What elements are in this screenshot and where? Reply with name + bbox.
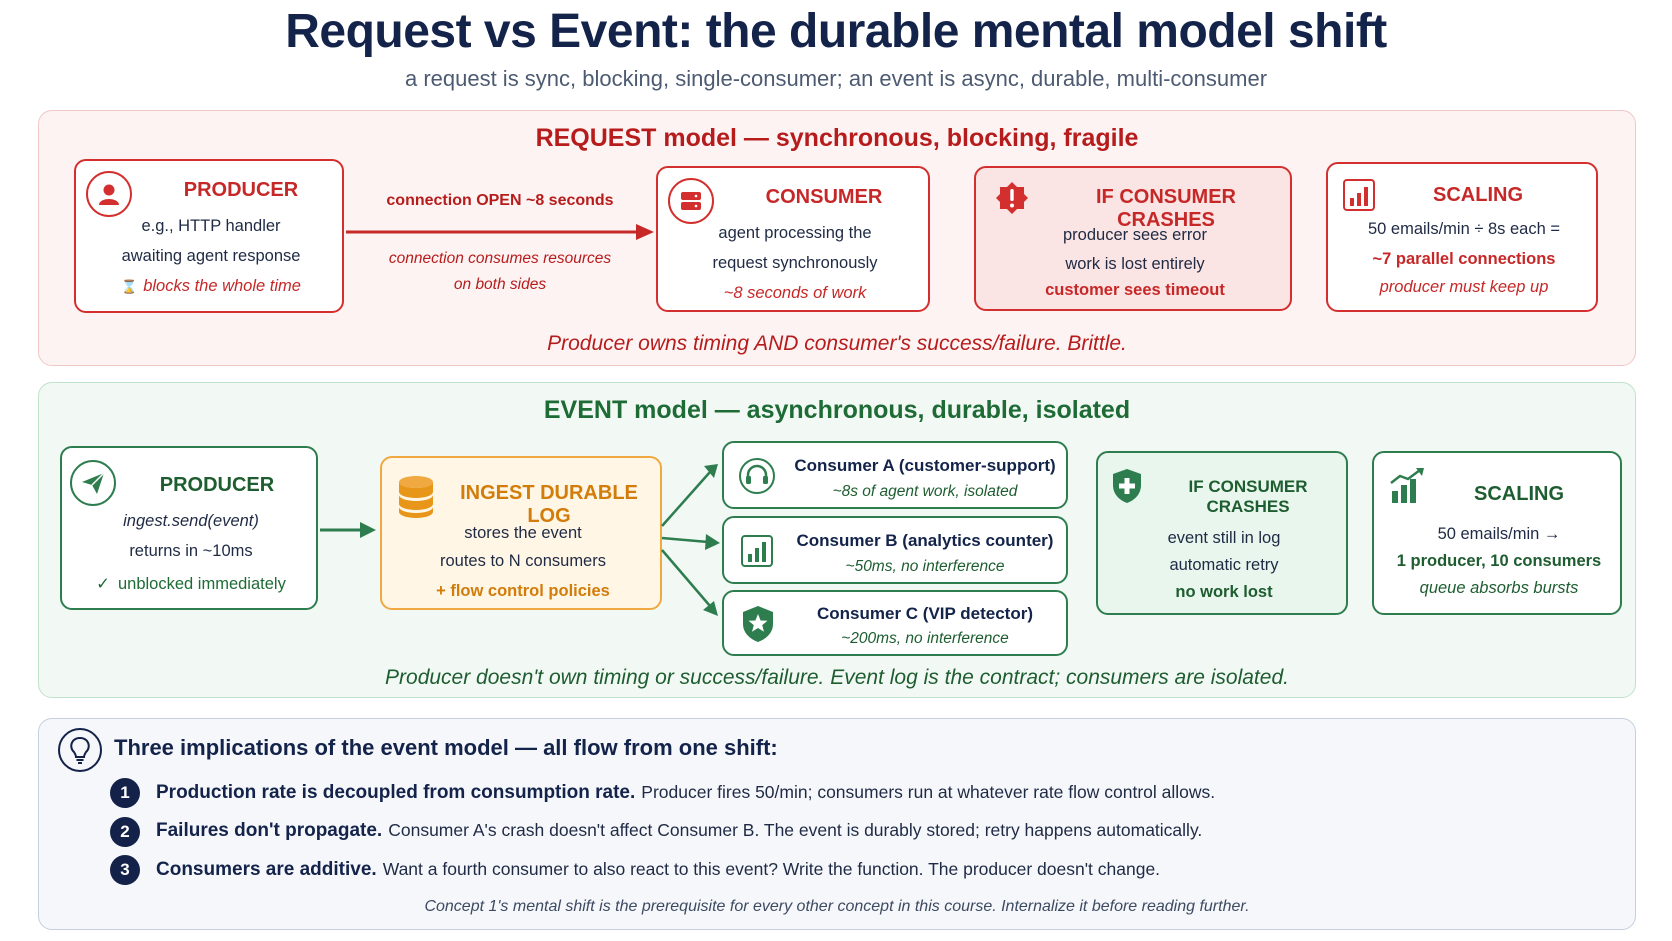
page-subtitle: a request is sync, blocking, single-cons… xyxy=(404,66,1268,91)
consumer-a-title: Consumer A (customer-support) xyxy=(794,456,1056,475)
implication-2-lead: Failures don't propagate. xyxy=(156,820,383,841)
ingest-log-title: INGEST DURABLE LOG xyxy=(460,482,638,527)
consumer-b-detail: ~50ms, no interference xyxy=(845,558,1005,575)
implication-2: Failures don't propagate.Consumer A's cr… xyxy=(156,820,1202,842)
send-icon xyxy=(70,460,116,506)
implications-heading: Three implications of the event model — … xyxy=(114,735,778,760)
fanout-arrows xyxy=(661,464,720,616)
request-consumer-title: CONSUMER xyxy=(765,186,883,208)
request-crash-title: IF CONSUMER CRASHES xyxy=(1096,186,1236,231)
lightbulb-icon xyxy=(58,728,102,772)
request-producer-line1: e.g., HTTP handler xyxy=(141,217,281,235)
event-producer-line1: ingest.send(event) xyxy=(123,512,259,530)
ingest-log-line3: + flow control policies xyxy=(436,582,610,600)
request-model-heading: REQUEST model — synchronous, blocking, f… xyxy=(535,124,1139,152)
event-scaling-line1: 50 emails/min → xyxy=(1437,525,1561,543)
headset-icon xyxy=(738,457,776,495)
database-icon xyxy=(396,474,436,518)
implication-number-2: 2 xyxy=(110,817,140,847)
request-scaling-title: SCALING xyxy=(1433,184,1523,206)
request-crash-line3: customer sees timeout xyxy=(1045,281,1225,299)
event-crash-box: IF CONSUMER CRASHES event still in log a… xyxy=(1096,451,1348,615)
request-scaling-box: SCALING 50 emails/min ÷ 8s each = ~7 par… xyxy=(1326,162,1598,312)
ingest-log-line1: stores the event xyxy=(464,524,582,542)
event-producer-title: PRODUCER xyxy=(159,474,275,496)
hourglass-icon: ⌛ xyxy=(121,279,138,294)
event-model-heading: EVENT model — asynchronous, durable, iso… xyxy=(543,396,1131,424)
request-arrow-bottom-label2: on both sides xyxy=(453,276,547,293)
request-consumer-box: CONSUMER agent processing the request sy… xyxy=(656,166,930,312)
event-crash-title: IF CONSUMER CRASHES xyxy=(1188,477,1308,516)
bar-chart-icon xyxy=(1342,178,1376,212)
event-producer-line3: ✓unblocked immediately xyxy=(96,575,286,593)
warning-icon xyxy=(994,180,1030,216)
request-crash-box: IF CONSUMER CRASHES producer sees error … xyxy=(974,166,1292,311)
request-arrow xyxy=(346,224,654,240)
server-icon xyxy=(668,178,714,224)
request-scaling-line2: ~7 parallel connections xyxy=(1372,250,1556,268)
ingest-log-box: INGEST DURABLE LOG stores the event rout… xyxy=(380,456,662,610)
implication-1-lead: Production rate is decoupled from consum… xyxy=(156,782,636,803)
event-scaling-box: SCALING 50 emails/min → 1 producer, 10 c… xyxy=(1372,451,1622,615)
request-scaling-line3: producer must keep up xyxy=(1379,278,1549,296)
implications-footer: Concept 1's mental shift is the prerequi… xyxy=(424,898,1250,915)
implication-number-1: 1 xyxy=(110,778,140,808)
implication-3-text: Want a fourth consumer to also react to … xyxy=(382,859,1161,879)
implication-3: Consumers are additive.Want a fourth con… xyxy=(156,859,1160,881)
page-title: Request vs Event: the durable mental mod… xyxy=(285,5,1387,58)
producer-to-log-arrow xyxy=(320,522,376,538)
check-icon: ✓ xyxy=(96,575,110,593)
shield-plus-icon xyxy=(1110,467,1144,505)
event-crash-line2: automatic retry xyxy=(1169,556,1279,574)
request-arrow-top-label: connection OPEN ~8 seconds xyxy=(386,192,614,209)
consumer-c-title: Consumer C (VIP detector) xyxy=(816,604,1033,623)
request-scaling-line1: 50 emails/min ÷ 8s each = xyxy=(1367,220,1561,238)
implication-number-3: 3 xyxy=(110,855,140,885)
event-scaling-title: SCALING xyxy=(1474,483,1564,505)
consumer-a-detail: ~8s of agent work, isolated xyxy=(832,483,1018,500)
user-icon xyxy=(86,171,132,217)
event-producer-line2: returns in ~10ms xyxy=(129,542,253,560)
implications-panel xyxy=(38,718,1636,930)
event-scaling-line3: queue absorbs bursts xyxy=(1419,579,1579,597)
event-scaling-line2: 1 producer, 10 consumers xyxy=(1396,552,1602,570)
event-model-footer: Producer doesn't own timing or success/f… xyxy=(385,666,1289,689)
analytics-icon xyxy=(740,532,774,570)
implication-3-lead: Consumers are additive. xyxy=(156,859,377,880)
consumer-c-box: Consumer C (VIP detector) ~200ms, no int… xyxy=(722,590,1068,656)
consumer-b-box: Consumer B (analytics counter) ~50ms, no… xyxy=(722,516,1068,584)
growth-chart-icon xyxy=(1388,467,1426,505)
implication-1-text: Producer fires 50/min; consumers run at … xyxy=(641,782,1216,802)
consumer-a-box: Consumer A (customer-support) ~8s of age… xyxy=(722,441,1068,509)
request-producer-line3: ⌛blocks the whole time xyxy=(121,277,301,295)
request-arrow-bottom-label1: connection consumes resources xyxy=(388,250,612,267)
request-producer-line2: awaiting agent response xyxy=(121,247,301,265)
shield-star-icon xyxy=(740,604,776,644)
consumer-b-title: Consumer B (analytics counter) xyxy=(796,531,1054,550)
event-producer-box: PRODUCER ingest.send(event) returns in ~… xyxy=(60,446,318,610)
request-consumer-line1: agent processing the xyxy=(718,224,872,242)
request-model-footer: Producer owns timing AND consumer's succ… xyxy=(547,332,1127,355)
implication-2-text: Consumer A's crash doesn't affect Consum… xyxy=(388,820,1203,840)
request-producer-title: PRODUCER xyxy=(183,179,299,201)
event-crash-line3: no work lost xyxy=(1175,583,1273,601)
request-producer-box: PRODUCER e.g., HTTP handler awaiting age… xyxy=(74,159,344,313)
event-crash-line1: event still in log xyxy=(1167,529,1281,547)
consumer-c-detail: ~200ms, no interference xyxy=(841,630,1009,647)
request-crash-line2: work is lost entirely xyxy=(1065,255,1205,273)
request-crash-line1: producer sees error xyxy=(1063,226,1207,244)
request-consumer-line2: request synchronously xyxy=(712,254,878,272)
implication-1: Production rate is decoupled from consum… xyxy=(156,782,1215,804)
request-consumer-line3: ~8 seconds of work xyxy=(723,284,867,302)
ingest-log-line2: routes to N consumers xyxy=(440,552,606,570)
